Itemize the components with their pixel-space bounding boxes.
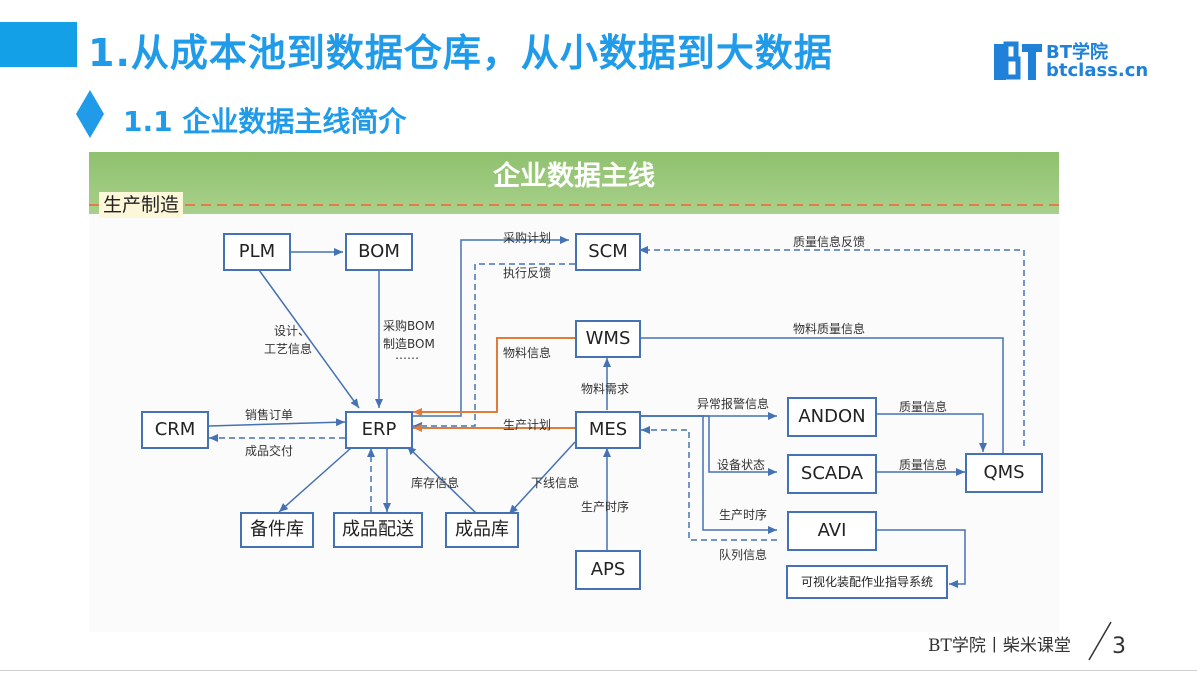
label-prod-plan: 生产计划 (503, 418, 552, 432)
node-erp: ERP (345, 411, 413, 449)
diagram-banner: 企业数据主线 (89, 152, 1059, 214)
label-quality-feedback: 质量信息反馈 (793, 235, 866, 249)
label-exec-feedback: 执行反馈 (503, 266, 552, 280)
label-fg-delivery: 成品交付 (245, 444, 294, 458)
label-purchase-plan: 采购计划 (503, 231, 552, 245)
label-material-demand: 物料需求 (581, 382, 630, 396)
node-visual-guidance: 可视化装配作业指导系统 (786, 565, 948, 599)
label-inventory-info: 库存信息 (411, 476, 460, 490)
label-material-quality: 物料质量信息 (793, 322, 866, 336)
label-design-2: 工艺信息 (264, 342, 313, 356)
node-scada: SCADA (787, 454, 877, 494)
bt-logo-mark-icon (994, 41, 1042, 80)
footer-text: BT学院丨柴米课堂 (928, 636, 1071, 656)
label-material-info: 物料信息 (503, 346, 552, 360)
label-design-1: 设计、 (274, 324, 311, 338)
logo-text-cn: BT学院 (1046, 42, 1108, 63)
node-scm: SCM (575, 233, 641, 271)
node-avi: AVI (787, 511, 877, 551)
slide-title: 1.从成本池到数据仓库，从小数据到大数据 (88, 31, 833, 75)
label-prod-timing-2: 生产时序 (581, 500, 630, 514)
label-bom-1: 采购BOM (383, 319, 435, 333)
footer-slash-icon (1088, 621, 1112, 661)
label-offline-info: 下线信息 (531, 476, 580, 490)
banner-title: 企业数据主线 (493, 161, 655, 192)
bottom-divider (0, 670, 1197, 671)
bt-logo: BT学院 btclass.cn (992, 38, 1152, 88)
node-spare-warehouse: 备件库 (240, 512, 314, 548)
node-qms: QMS (965, 453, 1043, 493)
title-accent-bar (0, 22, 77, 67)
label-queue-info: 队列信息 (719, 548, 768, 562)
diagram-connectors (89, 204, 1059, 588)
label-sales-order: 销售订单 (245, 408, 294, 422)
enterprise-data-diagram: 企业数据主线 (89, 152, 1059, 632)
label-quality-info-2: 质量信息 (899, 458, 948, 472)
node-crm: CRM (141, 411, 209, 449)
page-number: 3 (1112, 634, 1126, 659)
logo-text-url: btclass.cn (1046, 60, 1149, 81)
node-fg-distribution: 成品配送 (333, 512, 423, 548)
node-plm: PLM (223, 233, 291, 271)
label-device-state: 设备状态 (717, 458, 766, 472)
section-label-manufacturing: 生产制造 (99, 192, 184, 218)
node-fg-warehouse: 成品库 (445, 512, 519, 548)
label-bom-3: …… (395, 348, 419, 362)
node-mes: MES (575, 411, 641, 449)
label-quality-info-1: 质量信息 (899, 400, 948, 414)
label-abnormal-alarm: 异常报警信息 (697, 397, 770, 411)
node-aps: APS (575, 550, 641, 590)
node-wms: WMS (575, 320, 641, 358)
slide-subtitle: 1.1 企业数据主线简介 (123, 105, 407, 138)
bullet-diamond-icon (76, 90, 104, 138)
node-bom: BOM (345, 233, 413, 271)
label-bom-2: 制造BOM (383, 337, 435, 351)
node-andon: ANDON (787, 397, 877, 437)
label-prod-timing-1: 生产时序 (719, 508, 768, 522)
